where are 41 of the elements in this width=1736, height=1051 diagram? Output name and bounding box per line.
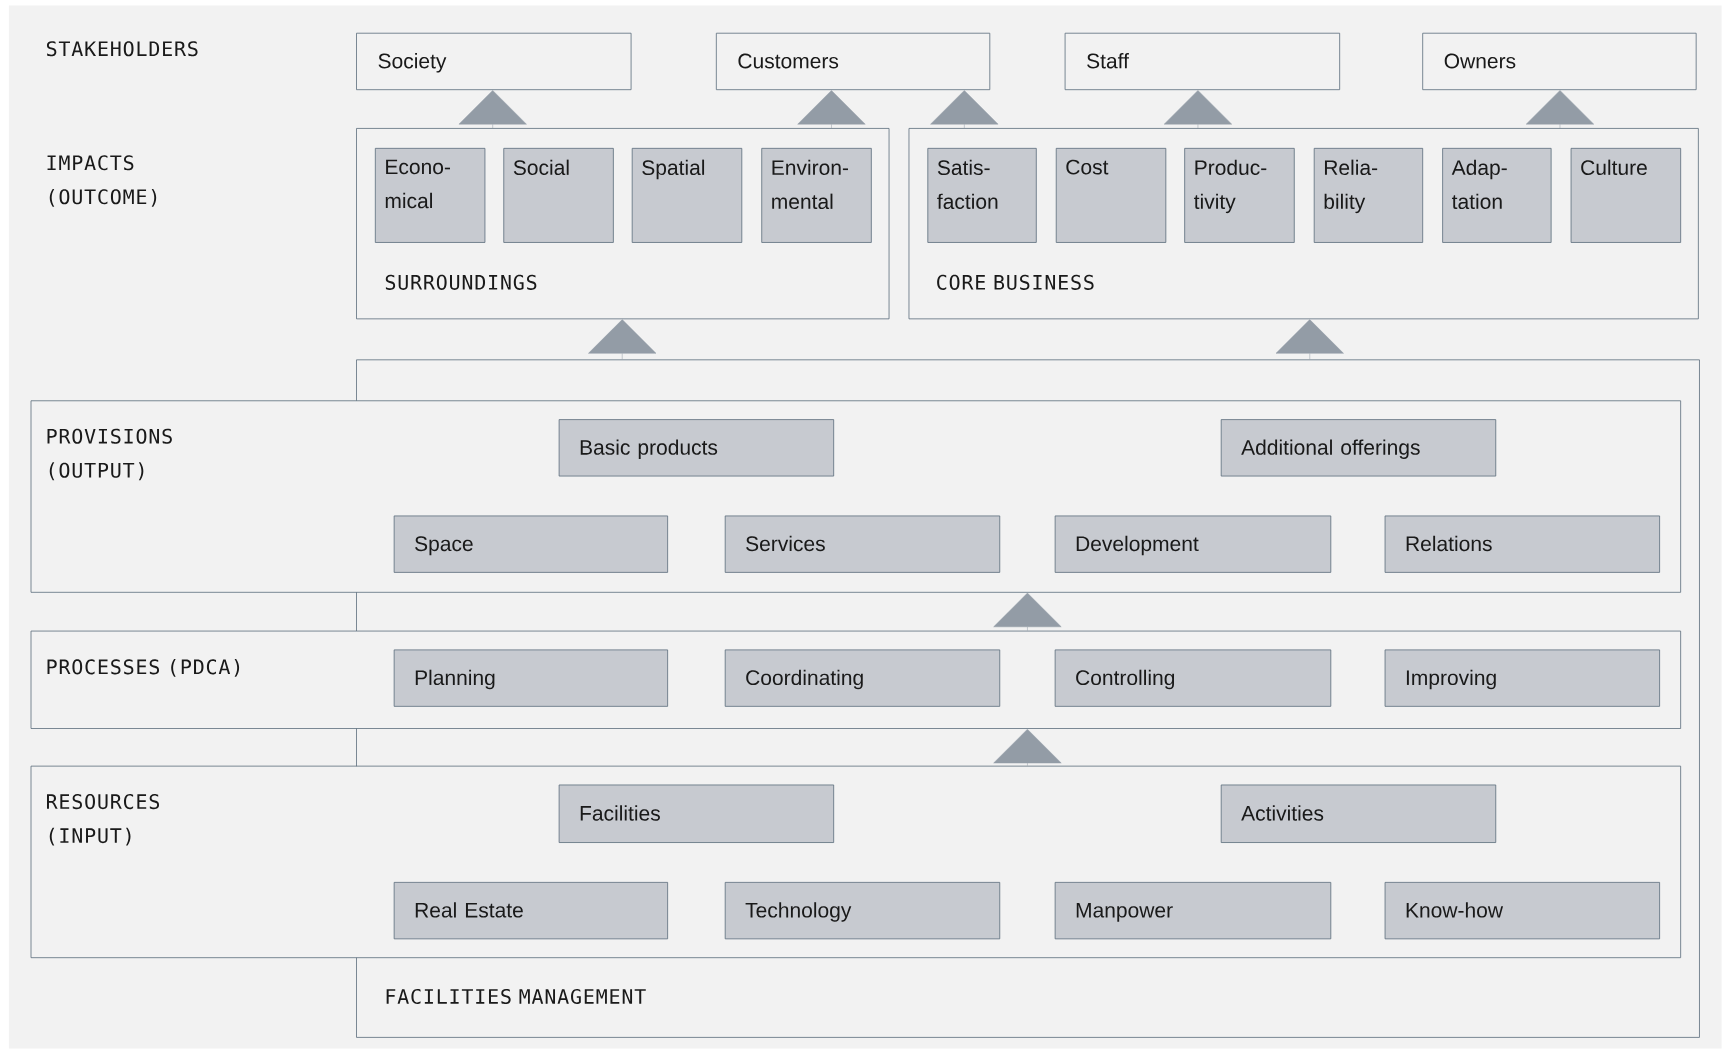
row-heading: STAKEHOLDERS — [46, 41, 198, 57]
stakeholder-box: Staff — [1064, 32, 1341, 91]
arrow — [1163, 90, 1232, 129]
impact-box: Adap- tation — [1442, 147, 1552, 243]
item-box: Activities — [1220, 784, 1497, 843]
arrow — [1275, 319, 1344, 360]
impact-box: Econo- mical — [374, 147, 486, 243]
impact-box: Culture — [1570, 147, 1682, 243]
impact-box: Satis- faction — [927, 147, 1037, 243]
impact-box: Cost — [1055, 147, 1167, 243]
item-box: Know-how — [1384, 882, 1660, 940]
item-box: Technology — [724, 882, 1001, 940]
stakeholder-box: Customers — [715, 32, 991, 91]
arrow — [930, 90, 999, 129]
item-box: Manpower — [1054, 882, 1332, 940]
item-box: Additional offerings — [1220, 419, 1497, 477]
item-box: Services — [724, 515, 1001, 573]
item-box: Controlling — [1054, 649, 1332, 707]
item-box: Basic products — [558, 419, 835, 477]
arrow — [458, 90, 527, 129]
impact-box: Social — [503, 147, 614, 243]
impact-box: Produc- tivity — [1184, 147, 1295, 243]
arrow — [588, 319, 657, 360]
arrow — [1525, 90, 1594, 129]
row-heading: IMPACTS (OUTCOME) — [47, 155, 157, 207]
item-box: Relations — [1384, 515, 1660, 573]
stakeholder-box: Society — [356, 32, 632, 91]
item-box: Coordinating — [724, 649, 1001, 707]
item-box: Improving — [1384, 649, 1660, 707]
impact-box: Relia- bility — [1313, 147, 1424, 243]
arrow — [993, 592, 1062, 631]
stakeholder-box: Owners — [1422, 32, 1697, 91]
item-box: Planning — [393, 649, 669, 707]
item-box: Space — [393, 515, 669, 573]
item-box: Development — [1054, 515, 1332, 573]
item-box: Facilities — [558, 784, 835, 843]
impact-box: Spatial — [631, 147, 743, 243]
item-box: Real Estate — [393, 882, 669, 940]
arrow — [797, 90, 866, 129]
impact-box: Environ- mental — [761, 147, 872, 243]
arrow — [993, 729, 1062, 766]
